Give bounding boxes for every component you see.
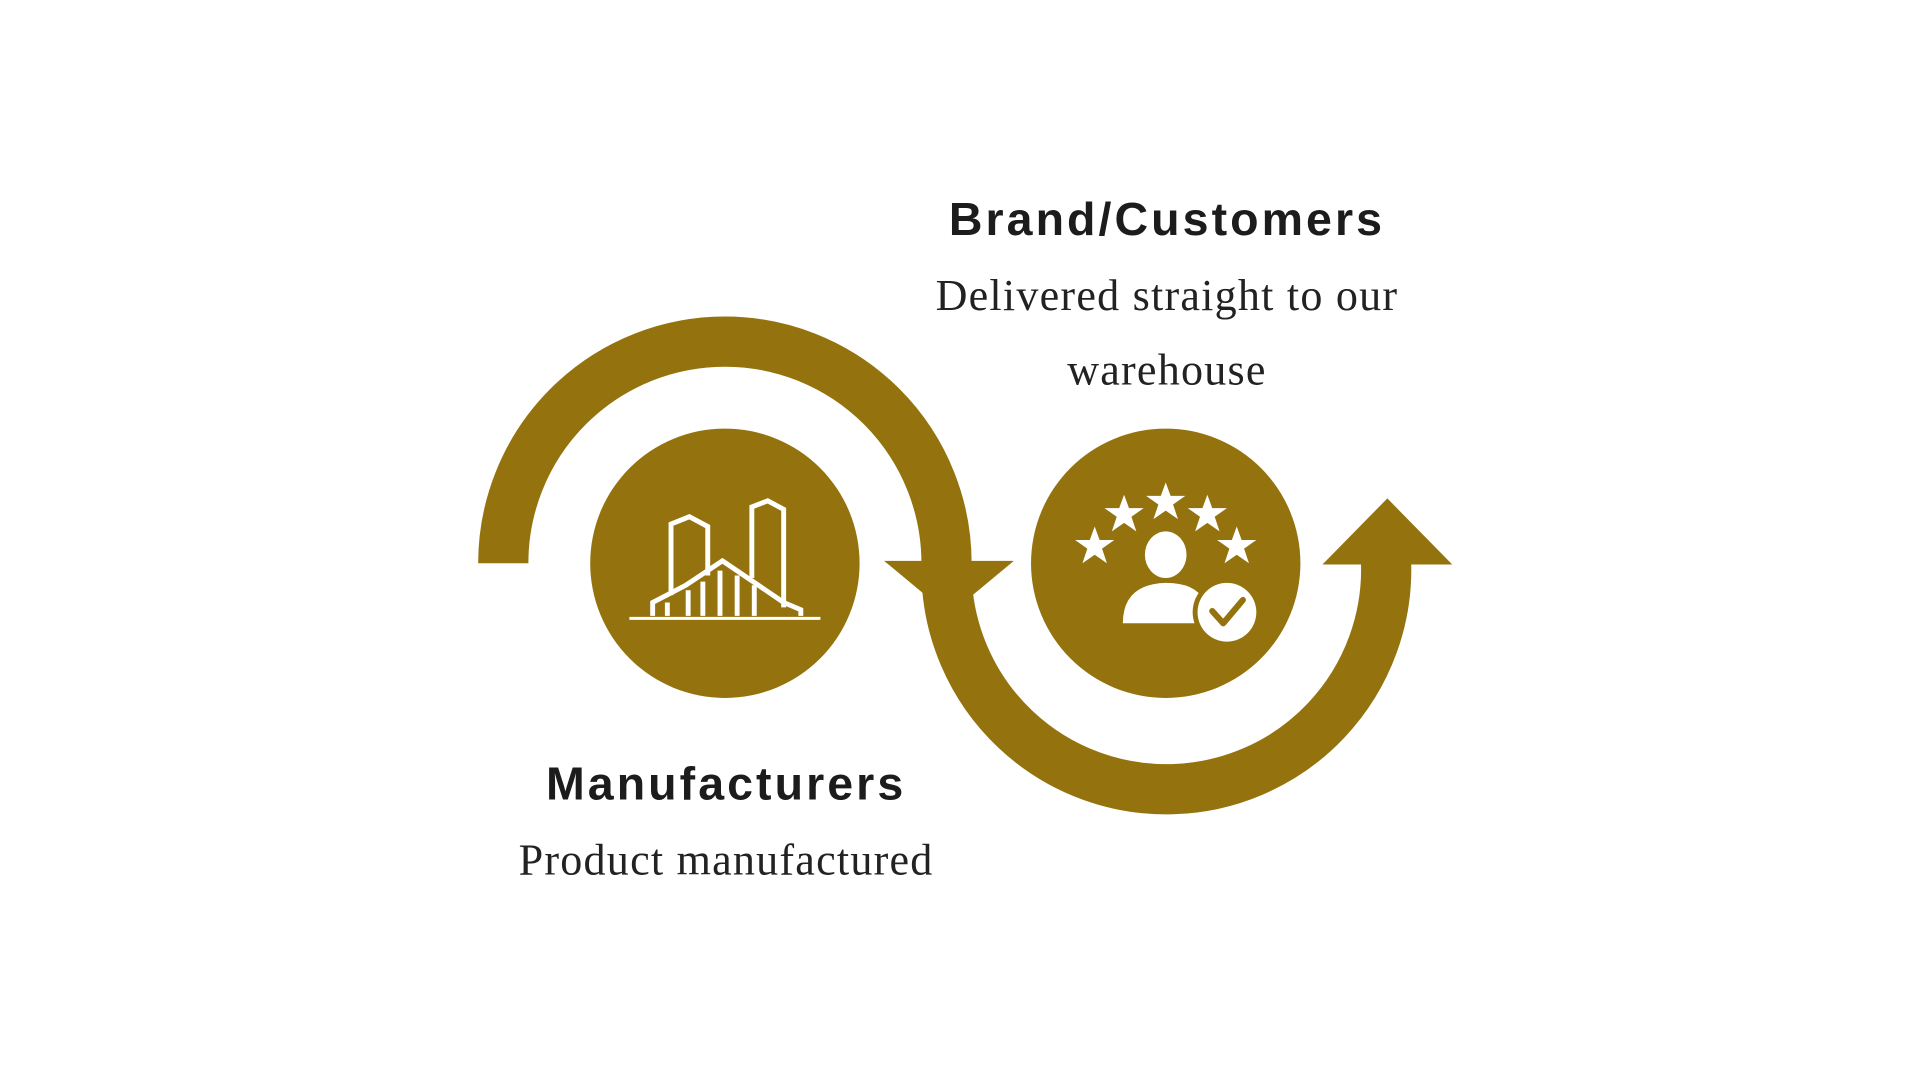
- arrowhead-up: [1322, 498, 1453, 565]
- manufacturers-description: Product manufactured: [519, 835, 934, 884]
- customer-rating-icon: [1075, 482, 1262, 647]
- brand-title: Brand/Customers: [949, 193, 1385, 245]
- flow-arrow-bottom: [921, 562, 1412, 815]
- checkmark-icon: [1209, 596, 1246, 627]
- brand-description-line2: warehouse: [1067, 345, 1267, 394]
- user-body-icon: [1122, 582, 1204, 624]
- brand-description-line1: Delivered straight to our: [936, 271, 1399, 320]
- user-head-icon: [1144, 531, 1187, 578]
- factory-building-icon: [629, 498, 821, 620]
- manufacturers-title: Manufacturers: [546, 758, 906, 810]
- flow-arrow-top: [478, 316, 972, 564]
- star-icon: [1075, 482, 1257, 564]
